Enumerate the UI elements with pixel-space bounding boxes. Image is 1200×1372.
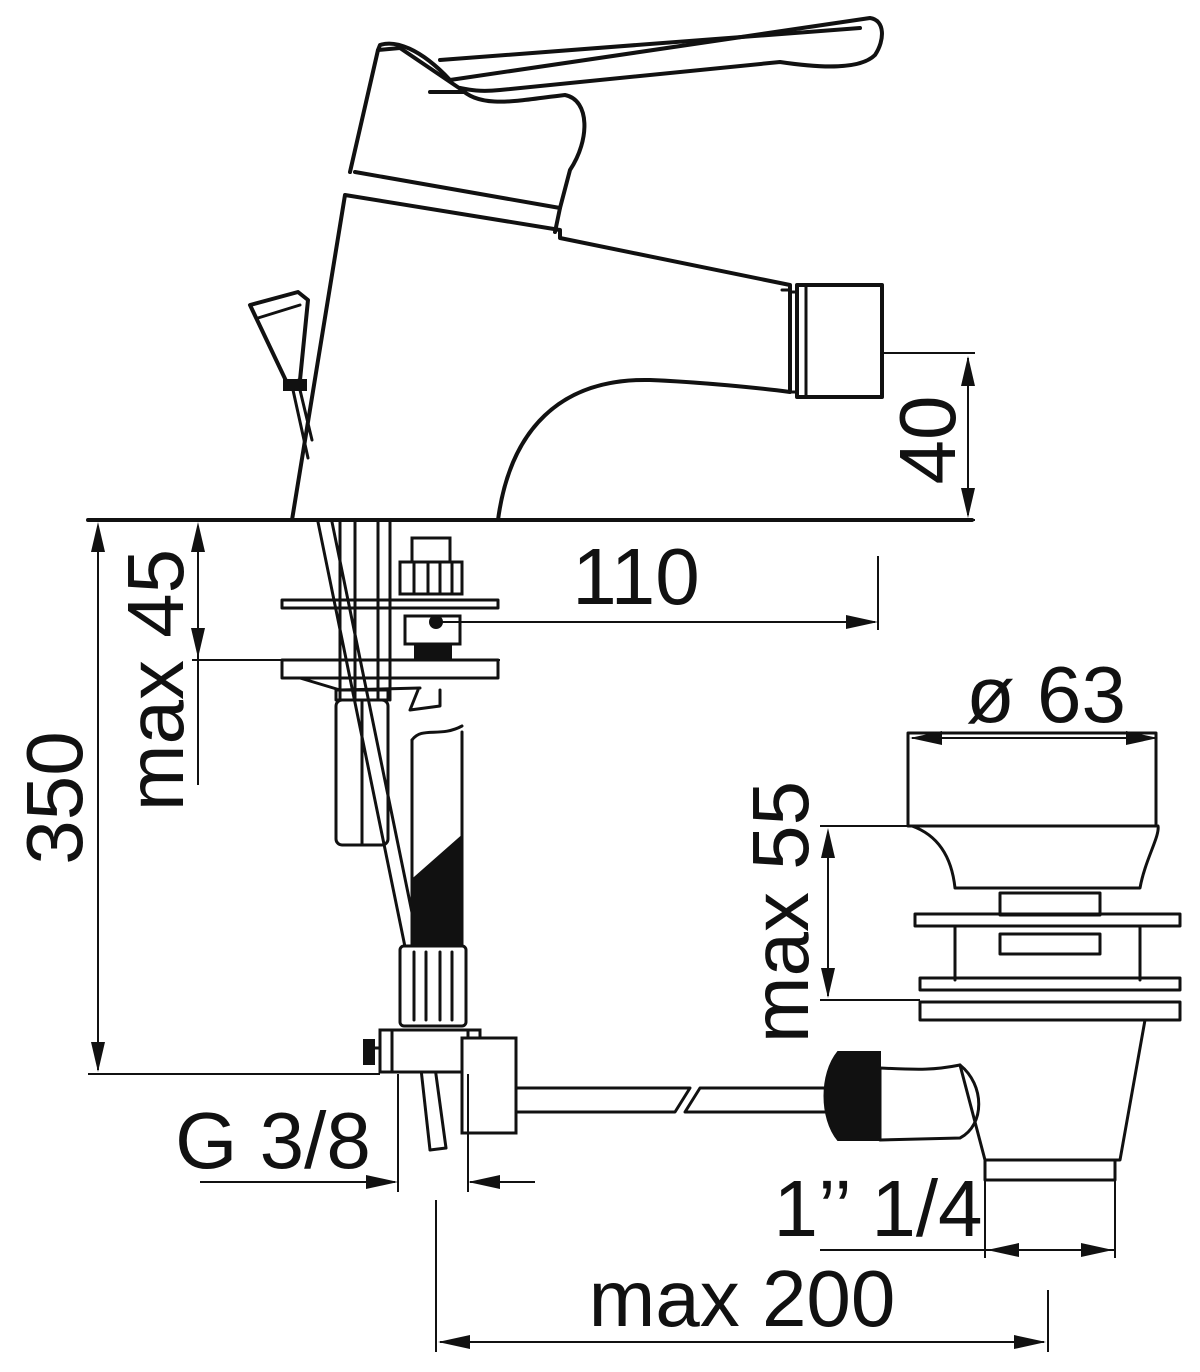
linkage-clamp xyxy=(363,1028,518,1135)
fixing-nut xyxy=(398,536,464,661)
waste-nut-upper xyxy=(913,891,1182,982)
waste-body xyxy=(878,1018,1147,1182)
label-rod-length: max 200 xyxy=(589,1254,896,1343)
spout-aerator xyxy=(780,283,884,399)
label-waste-diameter: ø 63 xyxy=(966,650,1126,739)
flexible-hose-left xyxy=(334,688,390,847)
mixer-cartridge-cap xyxy=(348,46,562,234)
linkage-rod xyxy=(514,1086,832,1114)
hose-connector xyxy=(398,944,468,1028)
label-waste-thread: 1’’ 1/4 xyxy=(773,1164,982,1253)
dimension-supply-thread: G 3/8 xyxy=(175,1074,535,1192)
mixer-body xyxy=(86,193,974,522)
dimension-deck-thickness: max 45 xyxy=(111,522,500,811)
label-spout-height: 40 xyxy=(883,396,972,485)
pop-up-knob xyxy=(248,290,314,460)
dimension-total-height: 350 xyxy=(10,522,380,1075)
label-spout-reach: 110 xyxy=(572,532,700,621)
waste-flange xyxy=(906,731,1160,890)
dimension-waste-height: max 55 xyxy=(736,781,920,1043)
dimension-spout-reach: 110 xyxy=(440,532,879,630)
flexible-hose-right xyxy=(408,688,464,948)
dimension-spout-height: 40 xyxy=(880,352,975,521)
dimension-waste-thread: 1’’ 1/4 xyxy=(773,1164,1116,1258)
label-waste-height: max 55 xyxy=(736,781,825,1043)
label-total-height: 350 xyxy=(10,731,99,864)
fixing-plate-upper xyxy=(280,598,500,610)
dimension-rod-length: max 200 xyxy=(435,1200,1049,1352)
waste-nut-lower xyxy=(918,976,1182,1022)
dimension-waste-diameter: ø 63 xyxy=(910,650,1158,745)
mixer-lever-handle xyxy=(376,16,884,210)
linkage-connector xyxy=(823,1051,881,1141)
label-deck-thickness: max 45 xyxy=(111,549,200,811)
fixing-stud xyxy=(338,518,392,702)
label-supply-thread: G 3/8 xyxy=(175,1096,371,1185)
